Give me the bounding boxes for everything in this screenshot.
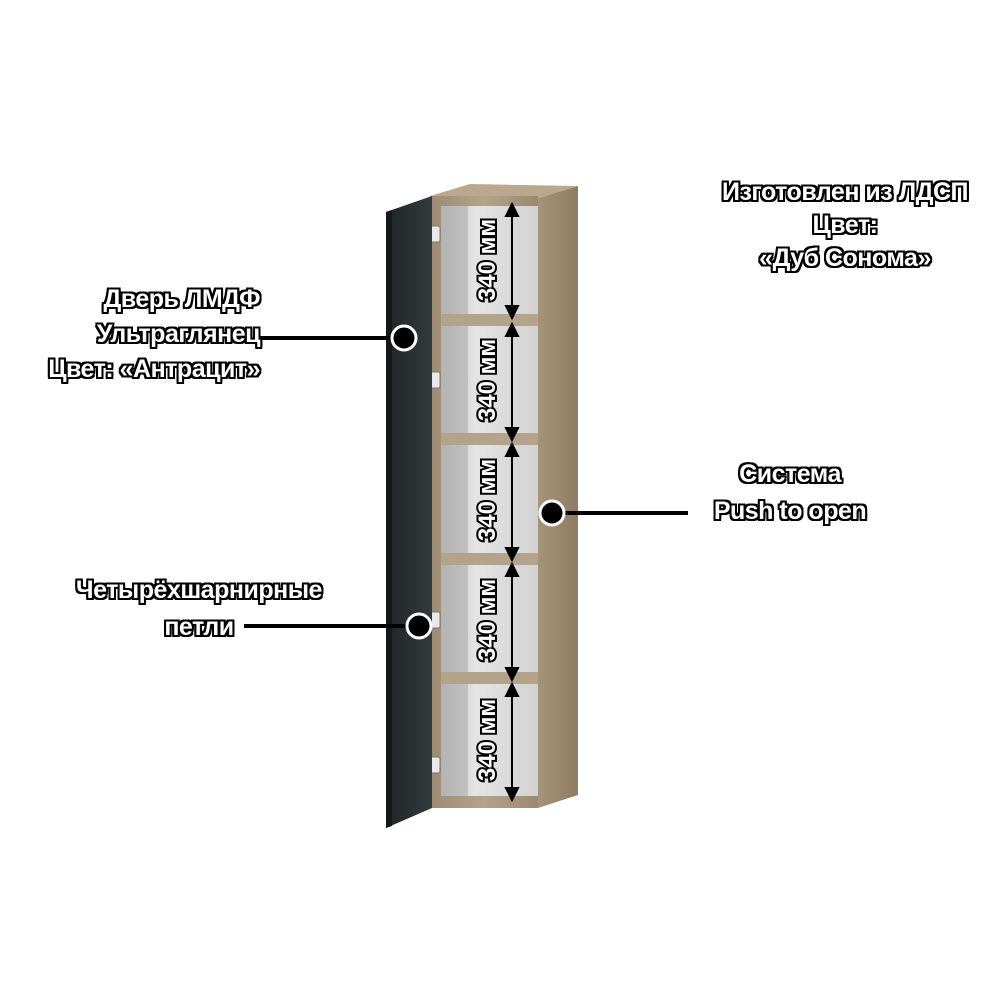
dimension-label: 340 мм xyxy=(474,579,501,661)
compartment-1 xyxy=(441,206,538,326)
cabinet-side-panel xyxy=(538,186,578,808)
compartment-4 xyxy=(441,565,538,684)
dimension-label: 340 мм xyxy=(474,339,501,421)
cabinet-door xyxy=(386,196,432,828)
callout-door xyxy=(260,324,418,352)
push-to-open-label: Система Push to open xyxy=(713,460,867,525)
callout-hinges xyxy=(244,612,433,640)
dimension-label: 340 мм xyxy=(474,459,501,541)
callout-push-to-open xyxy=(538,499,688,527)
cabinet-top xyxy=(430,184,578,198)
dimension-label: 340 мм xyxy=(474,699,501,781)
dimension-arrows xyxy=(504,201,520,803)
door-label: Дверь ЛМДФ Ультраглянец Цвет: «Антрацит» xyxy=(48,285,260,383)
compartment-5 xyxy=(441,684,538,796)
material-label: Изготовлен из ЛДСП Цвет: «Дуб Сонома» xyxy=(722,178,968,272)
hinges-label: Четырёхшарнирные петли xyxy=(76,576,322,641)
dimension-label: 340 мм xyxy=(474,219,501,301)
hinge-icon xyxy=(429,225,441,774)
